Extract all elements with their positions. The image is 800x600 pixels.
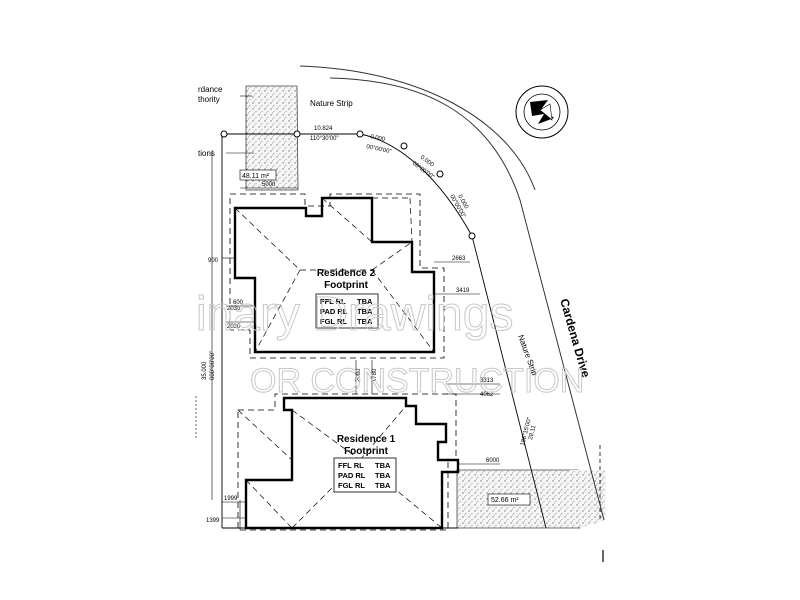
residence1-row1-label: FFL RL [338,461,364,470]
residence2-title: Residence 2 [317,268,376,279]
residence1-footprint [244,396,460,530]
left-boundary-length: 35.000 [202,361,208,380]
residence1-row3-label: FGL RL [338,481,365,490]
bearing-2-length: 0.000 [370,134,387,143]
survey-pegs [220,130,476,240]
dim-600-visible: 600 [233,300,244,306]
residence1-row2-value: TBA [375,471,391,480]
residence2-row3-value: TBA [357,317,373,326]
road-kerb-inner [299,65,536,191]
residence1-row1-value: TBA [375,461,391,470]
nature-strip-top-label: Nature Strip [310,99,353,108]
north-arrow-icon [515,85,569,139]
residence1-row2-label: PAD RL [338,471,366,480]
boundary-right [471,235,547,529]
options-label: tions [198,149,215,158]
residence1-row3-value: TBA [375,481,391,490]
nature-strip-hatch-top [245,85,299,191]
residence2-row2-value: TBA [357,307,373,316]
residence1-subtitle: Footprint [344,446,389,457]
residence2-subtitle: Footprint [324,280,369,291]
residence2-row1-label: FFL RL [320,297,346,306]
dim-2080: 2080 [356,368,362,382]
residence2-row3-label: FGL RL [320,317,347,326]
bearing-1-angle: 110°30'00" [310,136,339,142]
dim-6000: 6000 [486,458,500,464]
accordance-label: rdance [198,85,223,94]
left-boundary-angle: 000°00'00" [210,351,216,380]
watermark-line-2: OR CONSTRUCTION [250,362,584,400]
residence1-roof-lines [237,405,443,529]
residence2-levels-box [315,293,379,329]
watermark-line-1: inary Drawings [196,288,513,341]
dim-3419: 3419 [456,288,470,294]
bearing-2-angle: 00°00'00" [366,144,392,155]
dim-1780: 1780 [372,368,378,382]
road-verge-hatch [570,470,606,528]
dim-2663: 2663 [452,256,466,262]
residence1-title: Residence 1 [337,434,396,445]
dim-1399: 1399 [206,518,220,524]
area-label-bottom: 52.66 m² [491,497,519,504]
dim-1999: 1999 [224,496,238,502]
dim-2030b: 2030 [227,324,241,330]
dim-5000: 5000 [262,182,276,188]
bearing-5-length: 28.11 [528,424,538,440]
dimension-lines [211,150,500,530]
boundary-arc [359,133,473,237]
residence2-row2-label: PAD RL [320,307,348,316]
dim-4062: 4062 [480,392,494,398]
area-box-top [239,169,277,181]
area-label-top: 48.11 m² [242,173,270,180]
road-kerb-outer [329,77,605,521]
authority-label: thority [198,95,220,104]
bearing-1-length: 10.824 [314,126,333,132]
dim-900: 900 [208,258,219,264]
dim-2030a: 2030 [227,306,241,312]
residence2-eave-outline [229,193,445,359]
area-box-bottom [487,493,531,506]
residence1-levels-box [333,457,397,493]
residence2-row1-value: TBA [357,297,373,306]
dim-3313: 3313 [480,378,494,384]
residence2-roof-lines [234,197,435,353]
